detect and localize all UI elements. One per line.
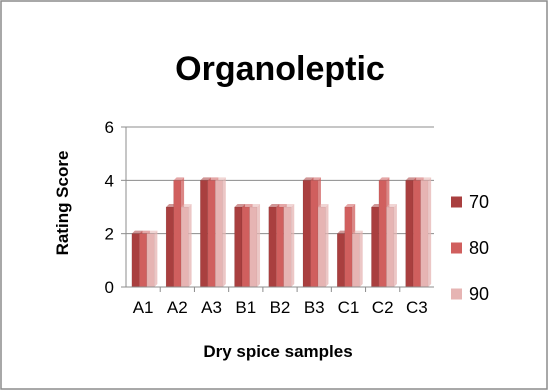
legend-label-90: 90 [469, 284, 489, 304]
x-tick-labels: A1 A2 A3 B1 B2 B3 C1 C2 C3 [133, 298, 428, 317]
x-tick-label-A1: A1 [133, 298, 154, 317]
legend-label-80: 80 [469, 238, 489, 258]
y-tick-label: 6 [105, 118, 114, 137]
y-tick-label: 4 [105, 171, 114, 190]
bar-side-B2-90 [291, 204, 295, 287]
bar-top-A1-70 [131, 230, 143, 234]
bar-top-C3-70 [405, 177, 417, 181]
bar-side-C3-90 [428, 177, 432, 287]
bar-top-C1-80 [344, 204, 356, 207]
bar-side-A3-90 [222, 177, 226, 287]
bar-C1-90 [351, 233, 360, 288]
bar-top-B3-70 [302, 177, 314, 181]
bar-A2-90 [180, 206, 189, 288]
bar-A3-80 [207, 180, 216, 288]
legend-swatch-90 [451, 288, 462, 300]
bar-C3-70 [405, 180, 414, 288]
bar-top-C2-90 [386, 204, 397, 207]
y-tick-labels: 0 2 4 6 [105, 118, 114, 297]
y-tick-label: 2 [105, 225, 114, 244]
bar-top-A2-80 [173, 177, 185, 181]
legend-item-70: 70 [451, 192, 489, 212]
x-tick-label-B3: B3 [304, 298, 325, 317]
bar-side-C2-90 [393, 204, 397, 287]
bar-C2-90 [386, 206, 395, 288]
bar-top-A1-80 [139, 230, 150, 234]
bar-top-B2-90 [283, 204, 295, 207]
bar-side-B3-90 [325, 204, 329, 287]
x-tick-label-C3: C3 [406, 298, 428, 317]
bar-A3-70 [200, 180, 209, 288]
bar-top-B1-70 [234, 204, 246, 207]
legend-item-80: 80 [451, 238, 489, 258]
x-tick-label-C2: C2 [372, 298, 394, 317]
bar-B2-90 [283, 206, 292, 288]
bar-B3-90 [317, 206, 326, 288]
x-tick-label-B2: B2 [270, 298, 291, 317]
bar-top-C3-80 [413, 177, 424, 181]
chart-title: Organoleptic [175, 50, 385, 88]
y-axis-label: Rating Score [53, 151, 72, 256]
legend-label-70: 70 [469, 192, 489, 212]
x-tick-label-C1: C1 [338, 298, 360, 317]
bar-B1-80 [241, 206, 250, 288]
bar-C3-90 [420, 180, 429, 288]
bar-A1-80 [139, 233, 148, 288]
x-tick-label-B1: B1 [235, 298, 256, 317]
bar-side-A1-90 [154, 230, 158, 287]
x-tick-label-A3: A3 [201, 298, 222, 317]
bar-C2-80 [378, 180, 387, 288]
x-axis-label: Dry spice samples [203, 342, 352, 361]
bar-A2-80 [173, 180, 182, 288]
bar-A3-90 [215, 180, 224, 288]
bar-top-C3-90 [420, 177, 432, 181]
bar-A1-70 [131, 233, 140, 288]
bar-B2-70 [268, 206, 277, 288]
bar-top-A3-90 [215, 177, 226, 181]
bar-top-A3-70 [200, 177, 211, 181]
legend: 70 80 90 [451, 192, 489, 304]
axes [125, 127, 434, 292]
bar-top-B1-90 [249, 204, 261, 207]
y-tick-label: 0 [105, 278, 114, 297]
bar-C1-80 [344, 206, 353, 288]
bar-top-B2-70 [268, 204, 280, 207]
bar-top-C2-80 [378, 177, 390, 181]
legend-swatch-70 [451, 196, 462, 208]
bar-A1-90 [146, 233, 155, 288]
bar-side-A2-90 [188, 204, 192, 287]
bar-B1-70 [234, 206, 243, 288]
bar-A2-70 [165, 206, 174, 288]
bar-B1-90 [249, 206, 258, 288]
bar-top-B3-90 [317, 204, 329, 207]
bar-top-B1-80 [242, 204, 253, 207]
bar-B3-70 [302, 180, 311, 288]
bar-top-A3-80 [207, 177, 219, 181]
bar-top-B2-80 [276, 204, 287, 207]
bar-B3-80 [310, 180, 319, 288]
bar-top-C1-90 [352, 230, 363, 234]
bar-C2-70 [371, 206, 380, 288]
bar-C3-80 [412, 180, 421, 288]
bar-B2-80 [276, 206, 284, 288]
bar-top-B3-80 [310, 177, 321, 181]
bar-top-A1-90 [146, 230, 158, 234]
bar-C1-70 [336, 233, 345, 288]
x-tick-label-A2: A2 [167, 298, 188, 317]
legend-item-90: 90 [451, 284, 489, 304]
bar-side-B1-90 [257, 204, 261, 287]
bar-top-A2-90 [181, 204, 192, 207]
legend-swatch-80 [451, 242, 462, 254]
bar-side-C1-90 [359, 230, 363, 287]
